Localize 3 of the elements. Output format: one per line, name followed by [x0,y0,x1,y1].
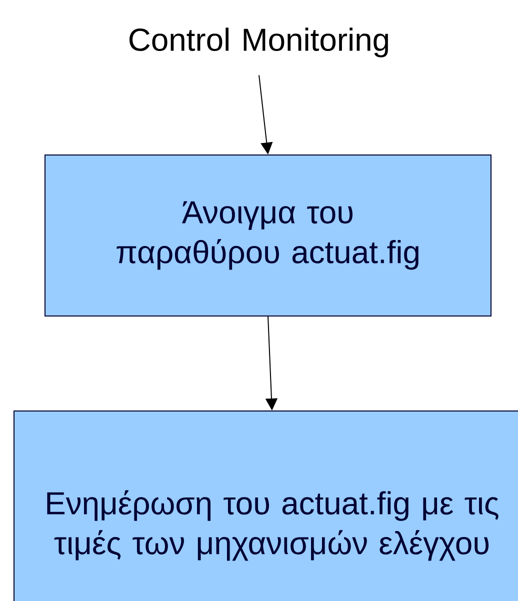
start-label: Control Monitoring [130,28,388,58]
process-box: Ενημέρωση του actuat.fig με τις τιμές των μηχανισμών ελέγχου [14,410,518,601]
process-box: Άνοιγμα του παραθύρου actuat.fig [44,154,492,316]
